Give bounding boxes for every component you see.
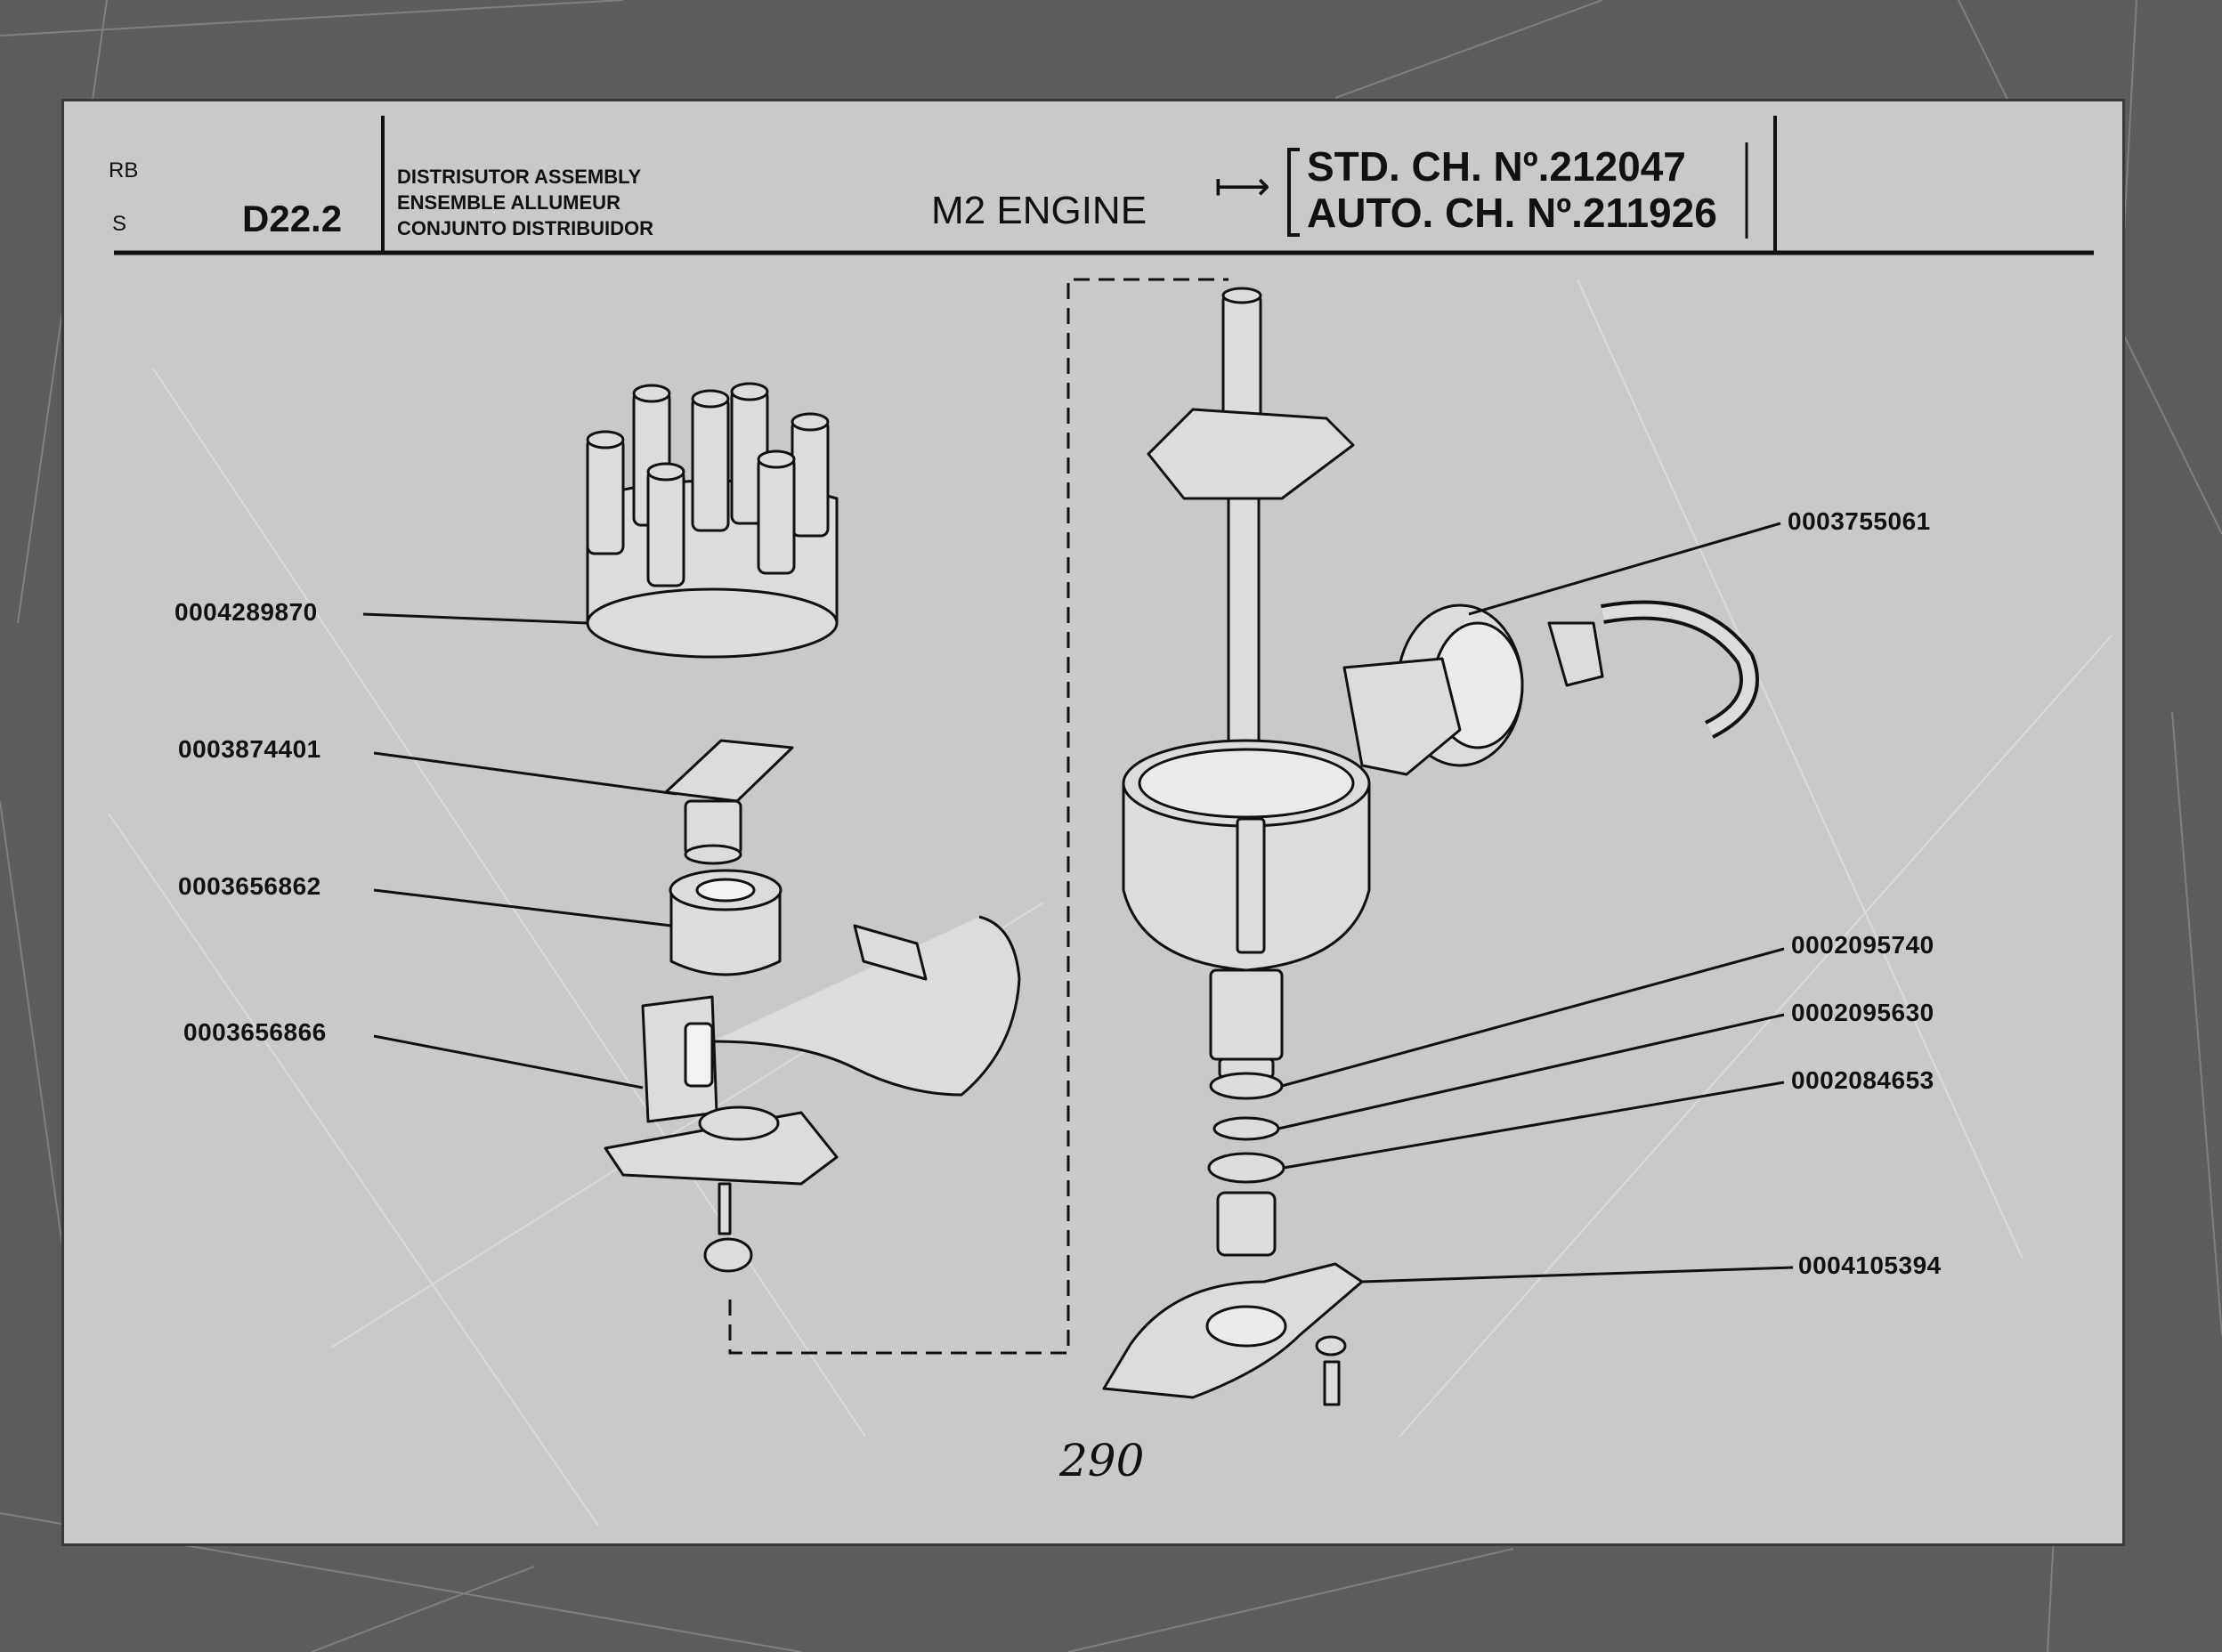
leader-0003656866: [373, 1034, 644, 1089]
washer-shape: [1212, 1116, 1280, 1141]
chassis-auto: AUTO. CH. Nº.211926: [1307, 190, 1717, 236]
leader-0003874401: [373, 751, 677, 796]
drive-gear: [1216, 1191, 1277, 1257]
leader-0003755061: [1468, 522, 1781, 616]
vacuum-unit: [1342, 600, 1759, 776]
assembly-name-en: DISTRISUTOR ASSEMBLY: [397, 166, 642, 188]
seal-ring-shape: [1207, 1152, 1285, 1184]
lang-code-rb: RB: [109, 158, 139, 182]
distributor-cap: [586, 382, 839, 659]
clamp-plate: [1102, 1262, 1364, 1406]
catalog-sheet: [64, 101, 2122, 1543]
leader-0002095630: [1277, 1013, 1785, 1130]
chassis-arrow: ⟼: [1214, 165, 1271, 208]
leader-0004289870: [362, 612, 588, 625]
section-code: D22.2: [242, 198, 343, 239]
rotor: [664, 739, 794, 865]
part-label-reluctor: 0003656862: [178, 872, 321, 900]
part-label-pickup-module: 0003656866: [183, 1018, 327, 1046]
pickup-module: [604, 915, 1021, 1273]
part-label-clamp-plate: 0004105394: [1798, 1251, 1942, 1279]
part-label-distributor-cap: 0004289870: [174, 598, 318, 626]
assembly-dashed-line: [728, 278, 1229, 1355]
washer-stack: [1207, 1072, 1285, 1257]
part-label-thrust-washer: 0002095740: [1791, 931, 1934, 959]
leader-0003656862: [373, 888, 672, 927]
part-label-vacuum-unit: 0003755061: [1788, 507, 1931, 535]
distributor-shaft: [1147, 287, 1355, 749]
part-label-rotor: 0003874401: [178, 735, 321, 763]
distributor-housing: [1122, 739, 1371, 1079]
lang-code-s: S: [112, 212, 127, 236]
page-number: 290: [1059, 1435, 1145, 1486]
leader-0002095740: [1281, 947, 1785, 1088]
leader-0002084653: [1283, 1081, 1785, 1170]
part-label-seal-ring: 0002084653: [1791, 1066, 1934, 1094]
reluctor: [669, 869, 783, 976]
thrust-washer-shape: [1209, 1072, 1284, 1100]
chassis-std: STD. CH. Nº.212047: [1307, 143, 1686, 190]
leader-0004105394: [1361, 1266, 1794, 1284]
assembly-name-es: CONJUNTO DISTRIBUIDOR: [397, 217, 654, 239]
chassis-bracket: [1287, 148, 1300, 237]
engine-title: M2 ENGINE: [931, 189, 1147, 232]
assembly-name-fr: ENSEMBLE ALLUMEUR: [397, 191, 620, 214]
part-label-washer: 0002095630: [1791, 999, 1934, 1026]
